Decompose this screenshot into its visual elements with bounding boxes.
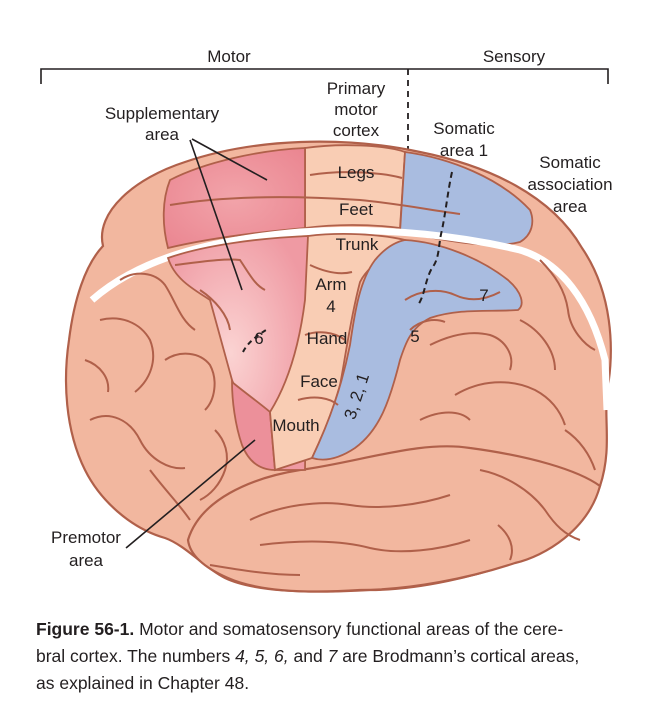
hand-label: Hand xyxy=(307,329,348,348)
primary-motor-cortex-label: Primary motor cortex xyxy=(327,79,386,140)
svg-text:Premotor: Premotor xyxy=(51,528,121,547)
area-7-label: 7 xyxy=(479,286,488,305)
supplementary-area-label: Supplementary area xyxy=(105,104,220,144)
trunk-label: Trunk xyxy=(336,235,379,254)
mouth-label: Mouth xyxy=(272,416,319,435)
svg-text:area 1: area 1 xyxy=(440,141,488,160)
area6-dash xyxy=(242,329,267,353)
leader-lines xyxy=(125,138,268,549)
gyri-lines xyxy=(84,171,596,576)
somatic-association-area-label: Somatic association area xyxy=(527,153,612,216)
motor-label: Motor xyxy=(207,47,251,66)
area-4-label: 4 xyxy=(326,297,335,316)
mouth-region-pink xyxy=(231,380,276,471)
premotor-area-label: Premotor area xyxy=(51,528,121,570)
svg-text:Somatic: Somatic xyxy=(433,119,495,138)
figure-number: Figure 56-1. xyxy=(36,619,135,639)
caption-text: Motor and somatosensory functional areas… xyxy=(134,619,564,639)
area-5-label: 5 xyxy=(410,327,419,346)
svg-text:Supplementary: Supplementary xyxy=(105,104,220,123)
somatic-area-upper xyxy=(399,150,534,246)
svg-text:motor: motor xyxy=(334,100,378,119)
caption-text: and xyxy=(288,646,328,666)
svg-text:area: area xyxy=(145,125,180,144)
svg-text:Somatic: Somatic xyxy=(539,153,601,172)
caption-text: as explained in Chapter 48. xyxy=(36,673,250,693)
somatic-area-lower xyxy=(310,239,523,461)
legs-label: Legs xyxy=(338,163,375,182)
face-label: Face xyxy=(300,372,338,391)
somatic-area-1-label: Somatic area 1 xyxy=(433,119,495,160)
arm-label: Arm xyxy=(315,275,346,294)
central-sulcus-dash xyxy=(417,171,453,306)
svg-text:area: area xyxy=(553,197,588,216)
caption-text: are Brodmann’s cortical areas, xyxy=(337,646,580,666)
caption-text: bral cortex. The numbers xyxy=(36,646,236,666)
caption-number: 5, xyxy=(254,646,270,666)
area-6-label: 6 xyxy=(254,329,263,348)
motor-sensory-bracket xyxy=(40,68,609,84)
primary-motor-lower xyxy=(269,233,407,472)
figure-caption: Figure 56-1. Motor and somatosensory fun… xyxy=(36,616,636,697)
feet-label: Feet xyxy=(339,200,373,219)
svg-text:association: association xyxy=(527,175,612,194)
caption-number: 4, xyxy=(235,646,250,666)
sensory-label: Sensory xyxy=(483,47,546,66)
svg-text:cortex: cortex xyxy=(333,121,380,140)
svg-text:Primary: Primary xyxy=(327,79,386,98)
svg-text:area: area xyxy=(69,551,104,570)
caption-number: 7 xyxy=(327,646,338,666)
caption-number: 6, xyxy=(274,646,289,666)
